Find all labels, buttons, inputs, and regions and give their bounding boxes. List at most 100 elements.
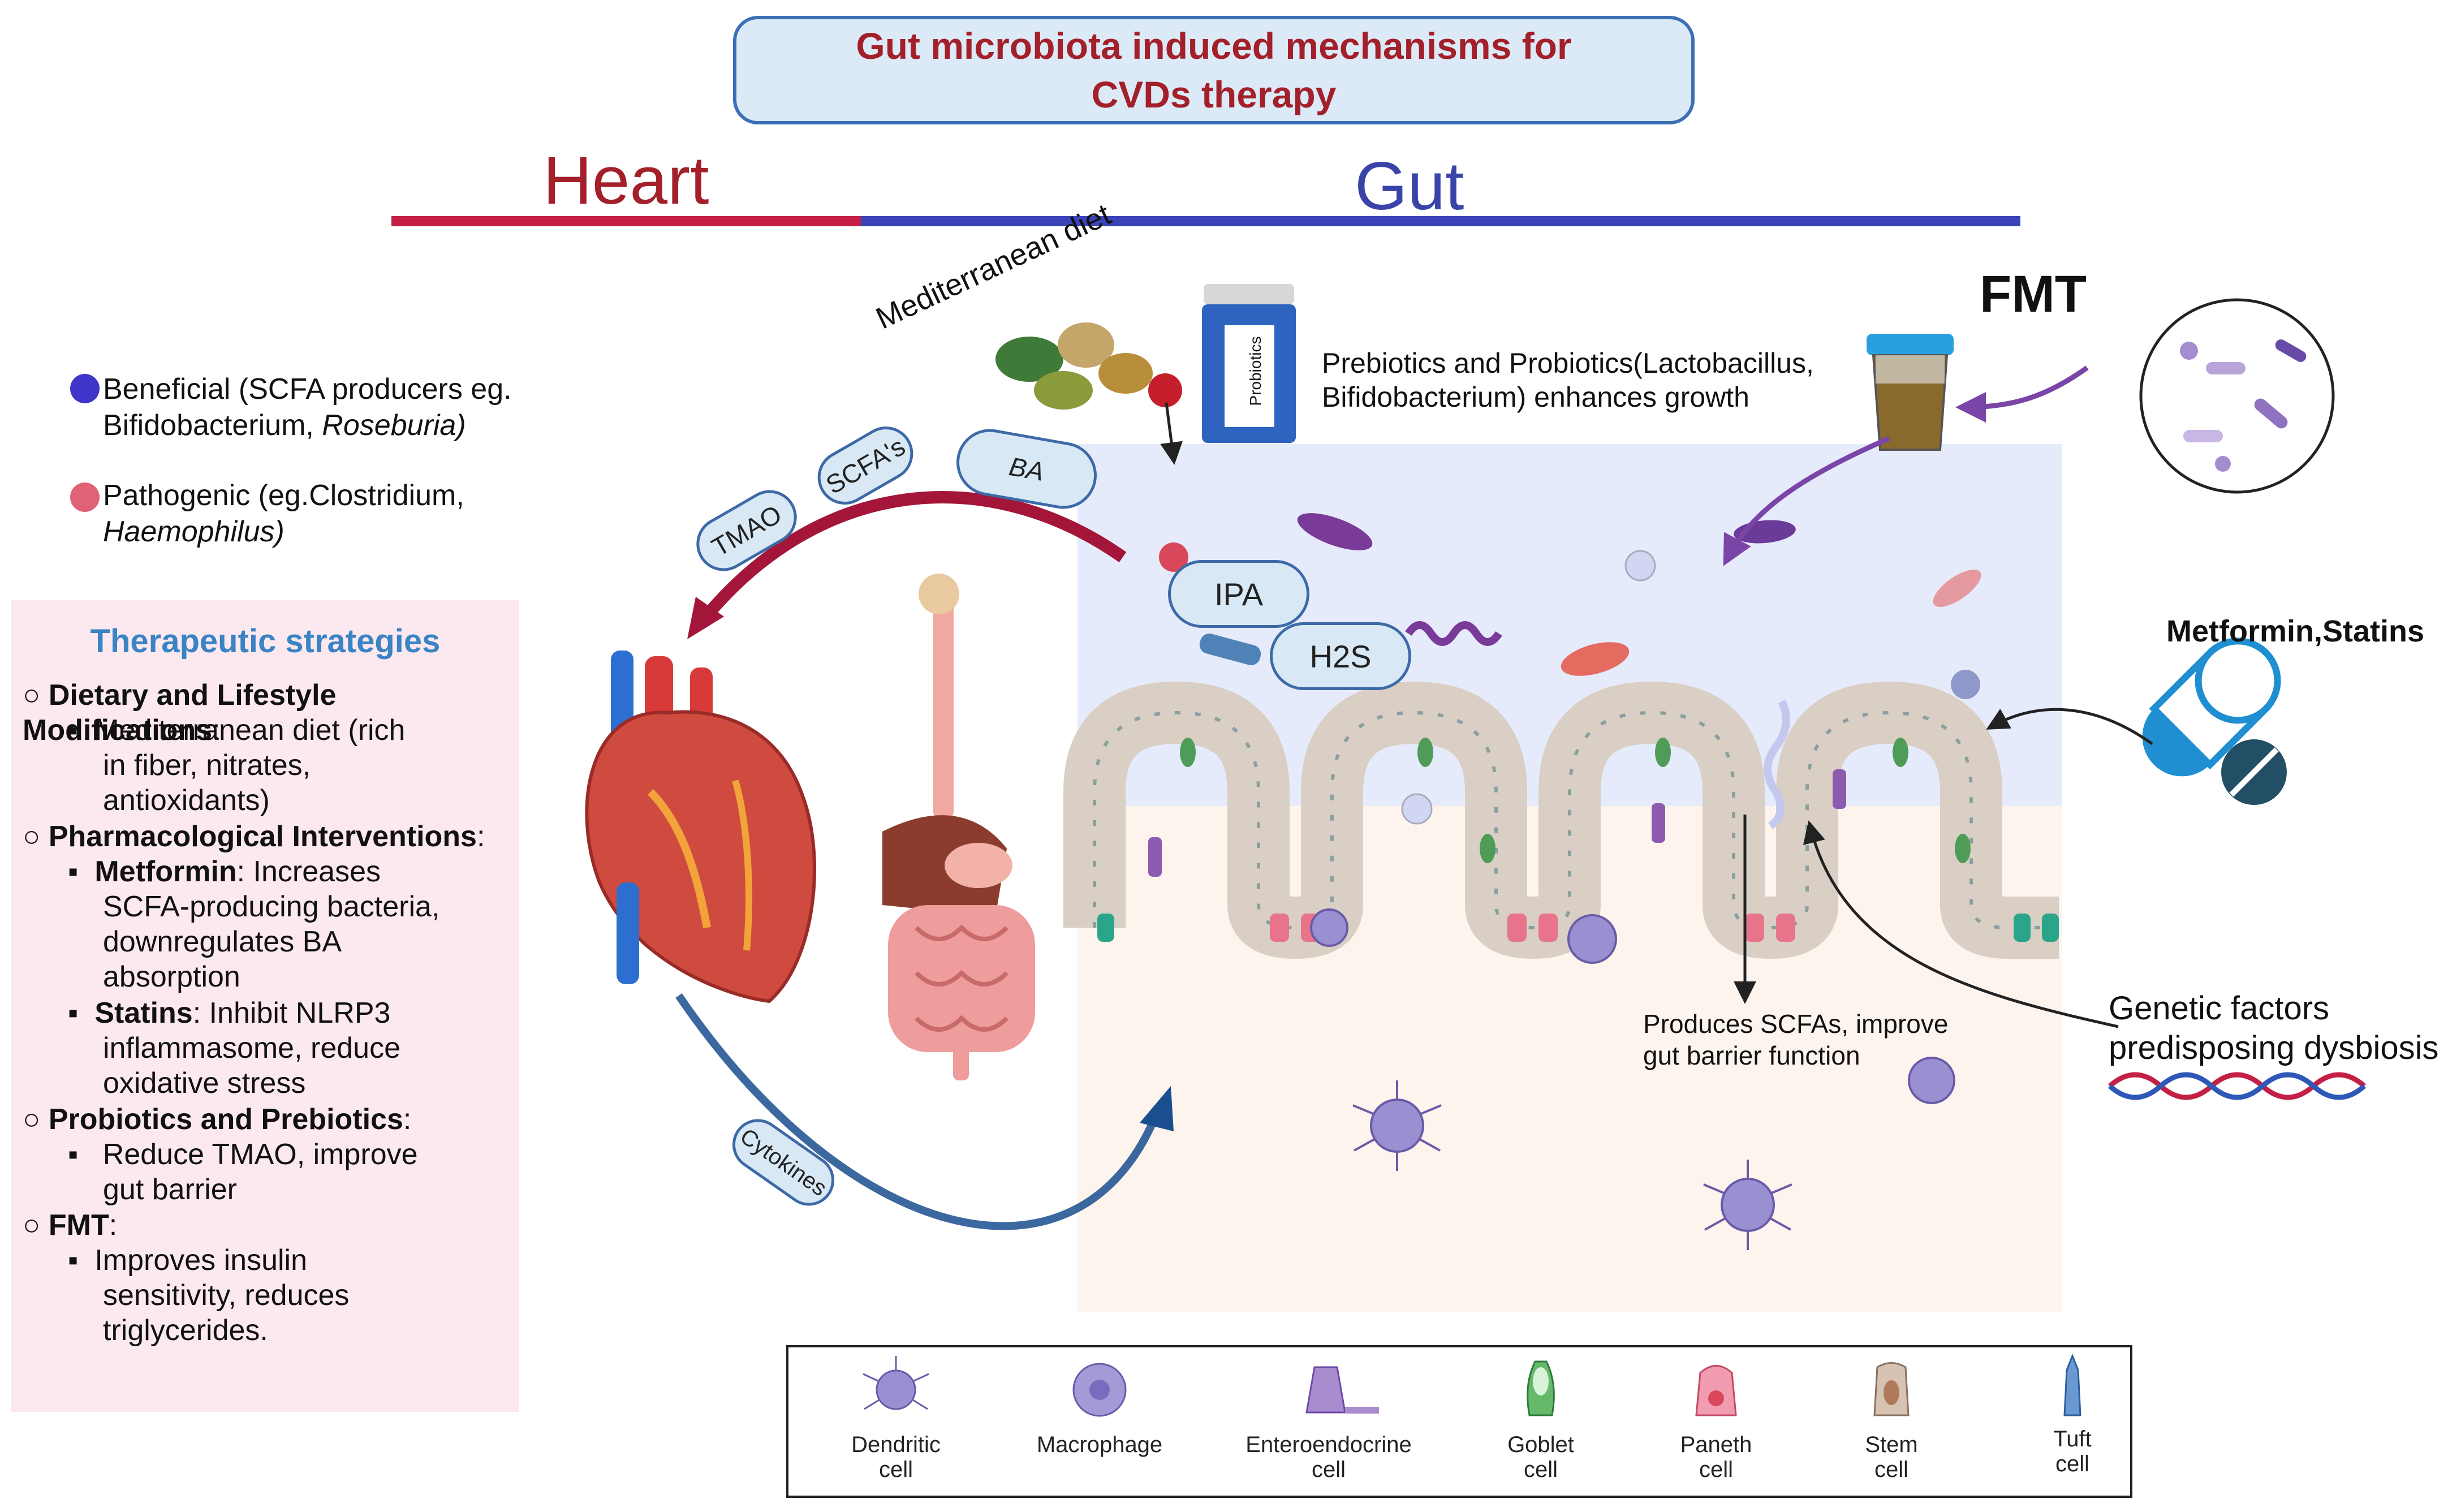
- metformin-line-1: : Increases: [236, 855, 381, 888]
- fmt-title: FMT: [40, 1209, 109, 1242]
- statins-item: ▪ Statins: Inhibit NLRP3 inflammasome, r…: [68, 997, 400, 1100]
- goblet-cell-icon: [1527, 1360, 1555, 1416]
- immune-cells: [1310, 908, 1955, 1250]
- intestinal-villi: [1063, 681, 2059, 959]
- statins-line-1: : Inhibit NLRP3: [192, 997, 391, 1029]
- beneficial-legend: Beneficial (SCFA producers eg. Bifidobac…: [103, 371, 512, 443]
- fmt-cup-illustration: [1867, 334, 1954, 451]
- pharma-title: Pharmacological Interventions: [48, 820, 477, 853]
- statins-line-2: inflammasome, reduce: [103, 1032, 400, 1065]
- gut-header: Gut: [1355, 148, 1464, 224]
- probiotics-title: Probiotics and Prebiotics: [48, 1103, 403, 1136]
- strategies-title: Therapeutic strategies: [90, 623, 441, 660]
- heart-header-bar: [391, 216, 861, 226]
- genetic-line-1: Genetic factors: [2109, 990, 2330, 1027]
- cell-legend-icons: [863, 1353, 2081, 1417]
- metformin-item: ▪ Metformin: Increases SCFA-producing ba…: [68, 855, 440, 993]
- genetic-line-2: predisposing dysbiosis: [2109, 1029, 2439, 1066]
- beneficial-dot: [70, 374, 100, 403]
- fmt-line-1: Improves insulin: [94, 1244, 308, 1277]
- pharma-heading: ○ Pharmacological Interventions:: [23, 820, 485, 853]
- scfa-line-2: gut barrier function: [1643, 1041, 1860, 1070]
- pathogenic-legend: Pathogenic (eg.Clostridium, Haemophilus): [103, 477, 464, 550]
- pathogenic-dot: [70, 483, 100, 512]
- dna-illustration: [2108, 1072, 2366, 1100]
- dietary-line-3: antioxidants): [103, 784, 270, 817]
- statins-line-3: oxidative stress: [103, 1067, 306, 1100]
- dendritic-cell-icon: [863, 1356, 929, 1410]
- pharma-colon: :: [476, 820, 485, 853]
- probiotics-jar-illustration: [1202, 284, 1296, 443]
- prebiotics-line-2: Bifidobacterium) enhances growth: [1322, 381, 1749, 413]
- macrophage-label: Macrophage: [1036, 1432, 1163, 1457]
- genetic-factors-label: Genetic factors predisposing dysbiosis: [2109, 989, 2439, 1068]
- heart-illustration: [585, 651, 816, 1003]
- title-box: Gut microbiota induced mechanisms for CV…: [733, 16, 1695, 124]
- probiotics-item: ▪ Reduce TMAO, improve gut barrier: [68, 1138, 418, 1206]
- gut-bacteria: [1159, 513, 1981, 829]
- drug-capsule-illustration: [2142, 637, 2287, 805]
- digestive-tract-illustration: [882, 574, 1035, 1080]
- gut-to-heart-arrow: [696, 491, 1127, 626]
- macrophage-icon: [1072, 1363, 1127, 1417]
- drug-arrow: [1986, 708, 2153, 746]
- metformin-line-3: downregulates BA: [103, 925, 342, 958]
- beneficial-line-2-italic: Roseburia): [322, 409, 466, 442]
- fmt-line-2: sensitivity, reduces: [103, 1279, 350, 1312]
- mediterranean-food-illustration: [995, 322, 1182, 410]
- stem-cell-icon: [1873, 1362, 1910, 1416]
- probiotics-jar-label: Probiotics: [1247, 336, 1264, 406]
- paneth-cell-icon: [1695, 1365, 1737, 1416]
- heart-to-gut-arrow: [675, 993, 1158, 1230]
- tuft-cell-icon: [2063, 1353, 2081, 1416]
- ipa-pill: IPA: [1168, 560, 1309, 628]
- diet-arrow: [1160, 402, 1183, 465]
- therapeutic-strategies-panel: Therapeutic strategies ○ Dietary and Lif…: [11, 600, 519, 1412]
- fmt-item: ▪ Improves insulin sensitivity, reduces …: [68, 1244, 350, 1347]
- pathogenic-line-1: Pathogenic (eg.Clostridium,: [103, 479, 464, 512]
- title-line-1: Gut microbiota induced mechanisms for: [856, 25, 1572, 67]
- beneficial-line-2: Bifidobacterium,: [103, 409, 322, 442]
- fmt-arrow: [1955, 365, 2089, 423]
- scfa-line-1: Produces SCFAs, improve: [1643, 1009, 1949, 1039]
- metformin-line-4: absorption: [103, 960, 240, 993]
- enteroendocrine-cell-icon: [1305, 1366, 1379, 1414]
- dietary-title: Dietary and Lifestyle Modifications: [23, 679, 337, 747]
- probiotics-line-1: Reduce TMAO, improve: [94, 1138, 418, 1171]
- dietary-line-1: Mediterranean diet (rich: [94, 714, 406, 747]
- fmt-colon: :: [109, 1209, 118, 1242]
- fmt-lumen-arrow: [1723, 436, 1890, 566]
- title-line-2: CVDs therapy: [1091, 74, 1337, 115]
- fmt-label: FMT: [1980, 265, 2087, 323]
- probiotics-line-2: gut barrier: [103, 1173, 237, 1206]
- metformin-line-2: SCFA-producing bacteria,: [103, 890, 440, 923]
- heart-header: Heart: [543, 143, 709, 218]
- statins-name: Statins: [94, 997, 193, 1029]
- probiotics-colon: :: [403, 1103, 412, 1136]
- dietary-line-2: in fiber, nitrates,: [103, 749, 311, 782]
- metformin-name: Metformin: [94, 855, 237, 888]
- microbes-magnified-illustration: [2139, 298, 2335, 494]
- probiotics-heading: ○ Probiotics and Prebiotics:: [23, 1103, 412, 1136]
- prebiotics-line-1: Prebiotics and Probiotics(Lactobacillus,: [1322, 347, 1814, 379]
- beneficial-line-1: Beneficial (SCFA producers eg.: [103, 373, 512, 406]
- metformin-statins-label: Metformin,Statins: [2166, 614, 2425, 648]
- dietary-heading: ○ Dietary and Lifestyle Modifications:: [23, 679, 337, 747]
- dietary-colon: :: [212, 714, 221, 747]
- gut-header-bar: [861, 216, 2020, 226]
- fmt-line-3: triglycerides.: [103, 1314, 268, 1347]
- h2s-pill: H2S: [1270, 622, 1411, 690]
- fmt-heading: ○ FMT:: [23, 1209, 118, 1242]
- scfa-function-label: Produces SCFAs, improve gut barrier func…: [1643, 1008, 1948, 1071]
- prebiotics-label: Prebiotics and Probiotics(Lactobacillus,…: [1322, 346, 1814, 414]
- dietary-item: ▪ Mediterranean diet (rich in fiber, nit…: [68, 714, 406, 817]
- pathogenic-line-2: Haemophilus): [103, 515, 285, 548]
